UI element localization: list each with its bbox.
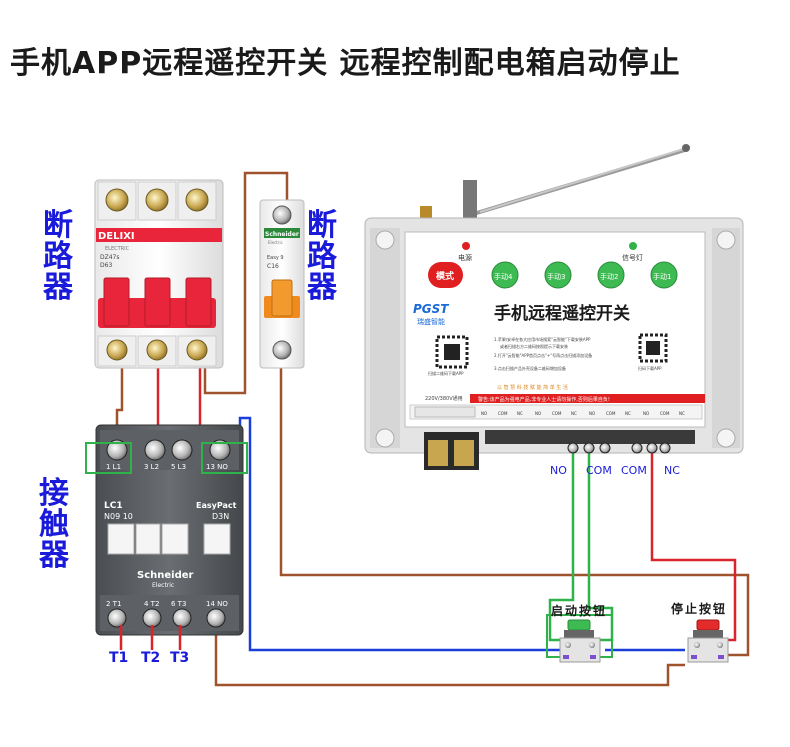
wire-green-com [587, 448, 614, 642]
wire-green-no [548, 448, 575, 642]
breaker-right-label: 断 路 器 [302, 210, 342, 303]
label-char: 器 [39, 538, 69, 573]
label-char: 接 [39, 476, 69, 511]
controller-warning: 警告:该产品为强电产品,非专业人士请勿操作,否则后果自负! [478, 396, 610, 403]
svg-text:NC: NC [625, 411, 631, 416]
wire-brown-14 [214, 615, 685, 687]
relay-terminal-com: COM [586, 464, 612, 477]
label-char: 路 [43, 239, 73, 274]
phase-label-t3: T3 [170, 650, 190, 666]
instruction-line: 或者扫描右方二维码按照提示下载安装 [500, 343, 568, 349]
remote-controller: 电源 信号灯 模式 手动4 手动3 手动2 手动1 PGST 瑞盛智能 手机远程… [364, 144, 744, 470]
contactor-top-terminal: 3 L2 [144, 463, 159, 471]
controller-product-title: 手机远程遥控开关 [494, 303, 630, 324]
contactor-bottom-terminal: 4 T2 [144, 600, 159, 608]
breaker-1p-brand: Schneider [265, 231, 299, 238]
contactor-bottom-terminal: 2 T1 [106, 600, 121, 608]
manual-button: 手动4 [494, 272, 513, 281]
svg-text:NO: NO [589, 411, 595, 416]
wire-brown-1p-out [279, 360, 750, 657]
breaker-1p-series: Easy 9 [267, 255, 284, 261]
phase-label-t1: T1 [109, 650, 129, 666]
manual-button: 手动1 [653, 272, 671, 281]
svg-text:COM: COM [660, 411, 670, 416]
wire-red-com [650, 448, 737, 642]
contactor-top-terminal: 13 NO [206, 463, 228, 471]
relay-terminal-no: NO [550, 464, 567, 477]
breaker-3p-rating: D63 [100, 262, 112, 269]
power-led-label: 电源 [458, 253, 472, 262]
label-char: 触 [39, 507, 69, 542]
contactor-bottom-terminal: 6 T3 [171, 600, 186, 608]
page-title: 手机APP远程遥控开关 远程控制配电箱启动停止 [10, 46, 681, 81]
contactor-model-left: LC1 [104, 501, 123, 511]
controller-voltage: 220V/380V通用 [425, 395, 463, 402]
svg-text:COM: COM [498, 411, 508, 416]
controller-logo: PGST [413, 302, 449, 316]
breaker-3p-brand-sub: ELECTRIC [105, 246, 130, 252]
label-char: 器 [307, 270, 337, 305]
relay-terminal-nc: NC [664, 464, 680, 477]
qr-caption-left: 扫描二维码下载APP [428, 370, 464, 376]
phase-label-t2: T2 [141, 650, 161, 666]
breaker-3p: DELIXI ELECTRIC DZ47s D63 [94, 179, 224, 369]
controller-logo-sub: 瑞盛智能 [417, 317, 445, 326]
contactor-bottom-terminal: 14 NO [206, 600, 228, 608]
mode-button: 模式 [436, 270, 454, 282]
breaker-left-label: 断 路 器 [38, 210, 78, 303]
stop-button-label: 停止按钮 [671, 602, 728, 616]
qr-caption-right: 扫码下载APP [638, 365, 662, 371]
contactor-model-left-sub: N09 10 [104, 512, 133, 521]
relay-terminal-com: COM [621, 464, 647, 477]
label-char: 路 [307, 239, 337, 274]
contactor-top-terminal: 5 L3 [171, 463, 186, 471]
wire-brown-feed [203, 171, 289, 395]
svg-text:NC: NC [571, 411, 577, 416]
contactor-model-right-sub: D3N [212, 512, 229, 521]
contactor-label: 接 触 器 [34, 478, 74, 571]
contactor-brand-sub: Electric [152, 582, 174, 589]
svg-text:COM: COM [552, 411, 562, 416]
start-button [546, 614, 613, 663]
svg-text:COM: COM [606, 411, 616, 416]
breaker-1p: Schneider Electric Easy 9 C16 [259, 199, 305, 369]
instruction-line: 2.打开"云智能"APP首页点击"+"号再点击扫描添加设备 [494, 352, 592, 358]
contactor-model-right: EasyPact [196, 501, 237, 510]
svg-text:NO: NO [643, 411, 649, 416]
instruction-line: 1.苹果/安卓在各大应用市场搜索"云智能"下载安装APP [494, 336, 591, 342]
svg-text:NC: NC [679, 411, 685, 416]
breaker-3p-brand: DELIXI [98, 231, 135, 242]
breaker-3p-model: DZ47s [100, 254, 120, 261]
start-button-label: 启动按钮 [551, 604, 608, 618]
label-char: 断 [43, 208, 73, 243]
svg-text:NC: NC [517, 411, 523, 416]
contactor-top-terminal: 1 L1 [106, 463, 121, 471]
label-char: 断 [307, 208, 337, 243]
svg-text:NO: NO [481, 411, 487, 416]
controller-slogan: 以 智 慧 科 技 赋 能 简 单 生 活 [497, 384, 568, 391]
signal-led-label: 信号灯 [622, 253, 643, 262]
contactor-brand: Schneider [137, 570, 194, 581]
terminal-row-labels: NO COM NC NO COM NC NO COM NC NO COM NC [481, 411, 685, 416]
manual-button: 手动2 [600, 272, 618, 281]
stop-button [687, 619, 729, 663]
manual-button: 手动3 [547, 272, 565, 281]
instruction-line: 3.点击扫描产品外壳设备二维码增加设备 [494, 365, 566, 371]
svg-text:NO: NO [535, 411, 541, 416]
label-char: 器 [43, 270, 73, 305]
breaker-1p-brand-sub: Electric [268, 240, 283, 245]
breaker-1p-rating: C16 [267, 263, 279, 270]
contactor: 1 L1 3 L2 5 L3 13 NO LC1 N09 10 EasyPact… [85, 424, 248, 636]
